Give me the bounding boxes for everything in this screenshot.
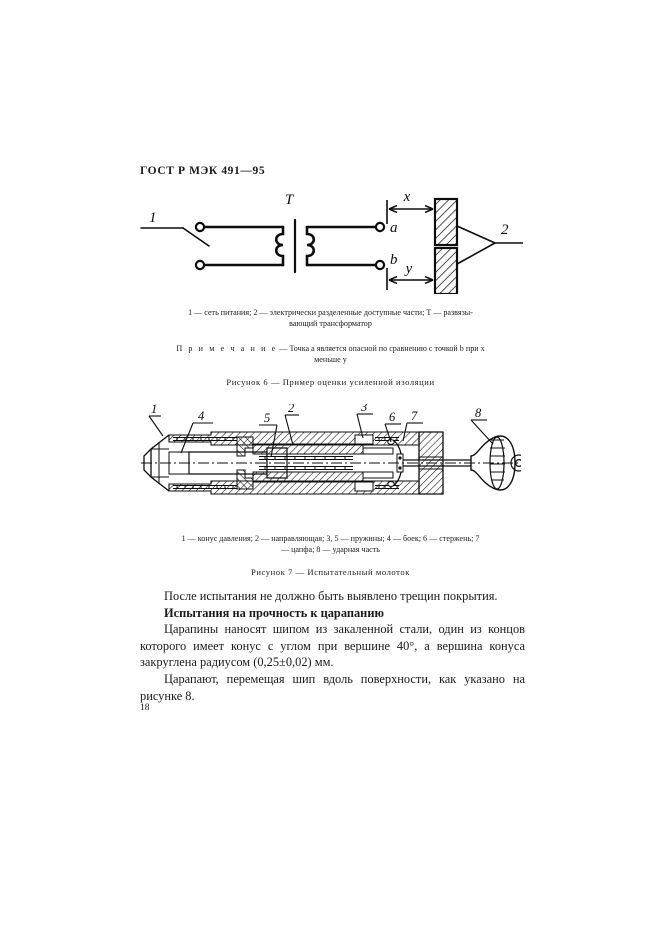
spring-5 <box>258 456 353 470</box>
label-point-a: a <box>390 220 398 236</box>
accessible-part-top <box>433 197 458 247</box>
callout-6: 6 <box>389 410 396 424</box>
figure-6: 1 T a b x y 2 1 — сеть питания; 2 — элек… <box>0 186 661 387</box>
figure-6-legend: 1 — сеть питания; 2 — электрически разде… <box>138 308 523 330</box>
figure-6-caption: Рисунок 6 — Пример оценки усиленной изол… <box>226 376 435 387</box>
figure-6-legend-line-2: вающий трансформатор <box>289 318 372 328</box>
terminal-primary-bottom <box>194 259 205 271</box>
figure-7-legend-line-1: 1 — конус давления; 2 — направляющая; 3,… <box>181 534 480 543</box>
terminal-b <box>374 259 385 271</box>
label-transformer: T <box>284 192 294 208</box>
paragraph-scratch-tool: Царапины наносят шипом из закаленной ста… <box>140 622 525 670</box>
label-distance-x: x <box>402 189 410 205</box>
callout-7: 7 <box>411 409 418 423</box>
figure-6-legend-line-1: 1 — сеть питания; 2 — электрически разде… <box>188 308 473 317</box>
callout-1: 1 <box>151 404 157 416</box>
figure-7: 1 4 5 2 3 6 7 8 1 — конус давления; 2 — … <box>0 404 661 577</box>
figure-6-note-line-2: меньше y <box>314 354 347 364</box>
paragraph-scratch-method: Царапают, перемещая шип вдоль поверхност… <box>140 671 525 703</box>
label-distance-y: y <box>403 261 412 277</box>
terminal-primary-top <box>194 221 205 233</box>
callout-3: 3 <box>360 404 367 414</box>
guide-bottom <box>252 471 363 483</box>
figure-7-legend: 1 — конус давления; 2 — направляющая; 3,… <box>138 534 523 556</box>
figure-7-legend-line-2: — цапфа; 8 — ударная часть <box>280 544 380 554</box>
dimension-x <box>385 200 433 224</box>
guide-top <box>252 443 363 455</box>
barrel-bottom-wall <box>167 480 420 495</box>
figure-6-drawing: 1 T a b x y 2 <box>139 189 523 294</box>
spring-3-upper <box>172 437 237 441</box>
running-header: ГОСТ Р МЭК 491—95 <box>140 165 266 177</box>
callout-4: 4 <box>198 409 204 423</box>
body-text: После испытания не должно быть выявлено … <box>140 588 525 704</box>
label-point-b: b <box>390 252 398 268</box>
accessible-part-bottom <box>433 246 458 294</box>
section-heading-scratch-test: Испытания на прочность к царапанию <box>164 605 384 620</box>
rod <box>402 459 471 467</box>
callout-8: 8 <box>475 406 482 420</box>
dimension-y <box>385 268 433 290</box>
note-text: — Точка a является опасной по сравнению … <box>277 343 485 353</box>
impact-point-symbol <box>509 454 521 472</box>
label-supply-network: 1 <box>149 210 157 226</box>
callout-2: 2 <box>288 404 294 415</box>
note-label: П р и м е ч а н и е <box>176 343 278 353</box>
paragraph-after-test: После испытания не должно быть выявлено … <box>164 589 498 603</box>
spring-3-lower <box>172 485 237 489</box>
figure-6-note-line-1: П р и м е ч а н и е — Точка a является о… <box>146 344 516 355</box>
figure-7-drawing: 1 4 5 2 3 6 7 8 <box>140 404 521 495</box>
barrel-top-wall <box>167 431 420 446</box>
figure-7-caption: Рисунок 7 — Испытательный молоток <box>251 566 410 577</box>
figure-6-note: П р и м е ч а н и е — Точка a является о… <box>146 344 516 366</box>
page-number: 18 <box>140 703 150 713</box>
label-accessible-parts: 2 <box>501 222 509 238</box>
callout-5: 5 <box>264 411 270 425</box>
terminal-a <box>374 221 385 233</box>
